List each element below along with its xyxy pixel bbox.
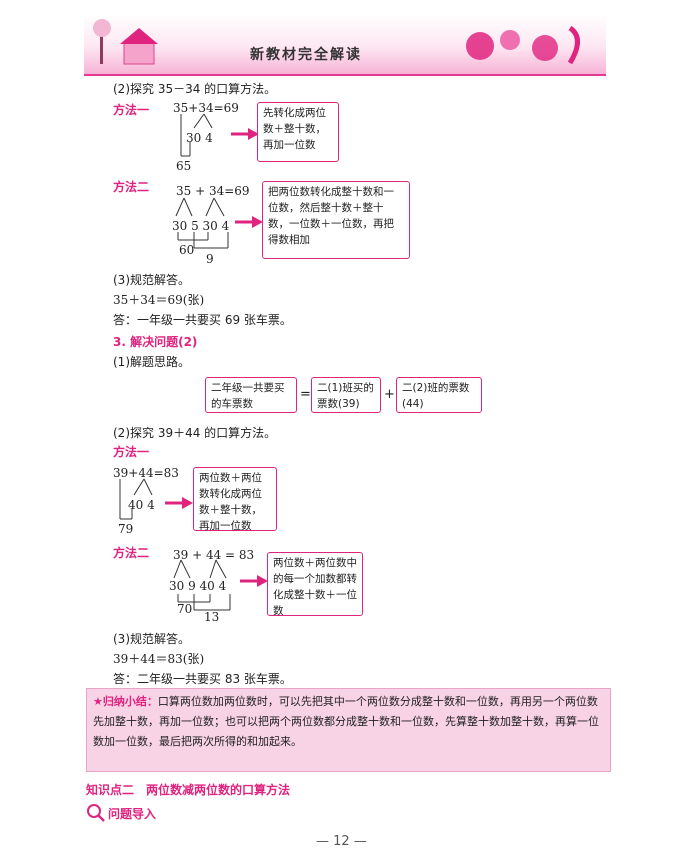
s1-m2-equation: 35 + 34=69 xyxy=(176,184,250,198)
page-number: — 12 — xyxy=(316,834,367,849)
s2-m2-r2: 13 xyxy=(204,610,220,624)
s2-m1-split: 40 4 xyxy=(128,498,155,512)
s1-m1-split: 30 4 xyxy=(186,131,213,145)
arrow-right-icon xyxy=(231,128,259,140)
flow-plus: + xyxy=(384,387,395,402)
s1-step3: (3)规范解答。 xyxy=(113,273,190,287)
s1-m2-r2: 9 xyxy=(206,252,214,266)
s1-equation: 35＋34＝69(张) xyxy=(113,293,205,307)
header-title: 新教材完全解读 xyxy=(250,47,362,63)
s2-step1: (1)解题思路。 xyxy=(113,355,190,369)
s2-m2-r1: 70 xyxy=(177,602,193,616)
s2-m1-note: 两位数＋两位数转化成两位数＋整十数，再加一位数 xyxy=(193,467,277,532)
flow-class2-box: 二(2)班的票数(44) xyxy=(396,377,482,413)
header-banner xyxy=(84,14,606,76)
s1-answer: 答：一年级一共要买 69 张车票。 xyxy=(113,313,292,327)
s1-method2-label: 方法二 xyxy=(113,180,150,194)
intro-label: 问题导入 xyxy=(108,807,157,821)
s2-step3: (3)规范解答。 xyxy=(113,632,190,646)
summary-text: 口算两位数加两位数时，可以先把其中一个两位数分成整十数和一位数，再用另一个两位数… xyxy=(93,695,599,748)
s1-m1-equation: 35+34=69 xyxy=(173,101,239,115)
s2-m2-split-lines xyxy=(173,559,231,611)
s2-equation: 39＋44＝83(张) xyxy=(113,652,205,666)
s2-m1-equation: 39+44=83 xyxy=(113,466,179,480)
summary-box: ★归纳小结：口算两位数加两位数时，可以先把其中一个两位数分成整十数和一位数，再用… xyxy=(86,688,611,772)
arrow-right-icon xyxy=(235,216,263,228)
s1-m2-split-lines xyxy=(175,197,229,249)
s2-answer: 答：二年级一共要买 83 张车票。 xyxy=(113,672,292,686)
arrow-right-icon xyxy=(240,575,268,587)
summary-label: ★归纳小结： xyxy=(93,695,158,708)
magnifier-icon xyxy=(87,804,105,822)
s2-step2: (2)探究 39＋44 的口算方法。 xyxy=(113,426,277,440)
arrow-right-icon xyxy=(165,497,193,509)
s2-m2-split: 30 9 40 4 xyxy=(169,579,227,593)
s2-m1-result: 79 xyxy=(118,522,134,536)
house-tree-decoration xyxy=(93,19,158,65)
knowledge-heading: 知识点二 两位数减两位数的口算方法 xyxy=(86,783,291,797)
s1-m2-r1: 60 xyxy=(179,243,195,257)
s1-m1-result: 65 xyxy=(176,159,192,173)
s2-m1-split-lines xyxy=(119,478,153,520)
s1-m1-split-lines xyxy=(180,113,213,157)
s1-method1-label: 方法一 xyxy=(113,103,150,117)
s1-m2-note: 把两位数转化成整十数和一位数，然后整十数＋整十数，一位数＋一位数，再把得数相加 xyxy=(262,181,410,259)
s2-heading: 3. 解决问题(2) xyxy=(113,335,198,349)
flow-total-box: 二年级一共要买的车票数 xyxy=(205,377,297,413)
flow-equals: = xyxy=(300,387,311,402)
s2-m2-equation: 39 + 44 = 83 xyxy=(173,548,255,562)
s2-method2-label: 方法二 xyxy=(113,546,150,560)
s1-m1-note: 先转化成两位数＋整十数，再加一位数 xyxy=(257,102,339,162)
flow-class1-box: 二(1)班买的票数(39) xyxy=(311,377,381,413)
s1-step2: (2)探究 35－34 的口算方法。 xyxy=(113,82,277,96)
flower-decoration xyxy=(466,25,580,65)
s2-method1-label: 方法一 xyxy=(113,445,150,459)
s1-m2-split: 30 5 30 4 xyxy=(172,219,230,233)
s2-m2-note: 两位数＋两位数中的每一个加数都转化成整十数＋一位数 xyxy=(267,552,363,617)
